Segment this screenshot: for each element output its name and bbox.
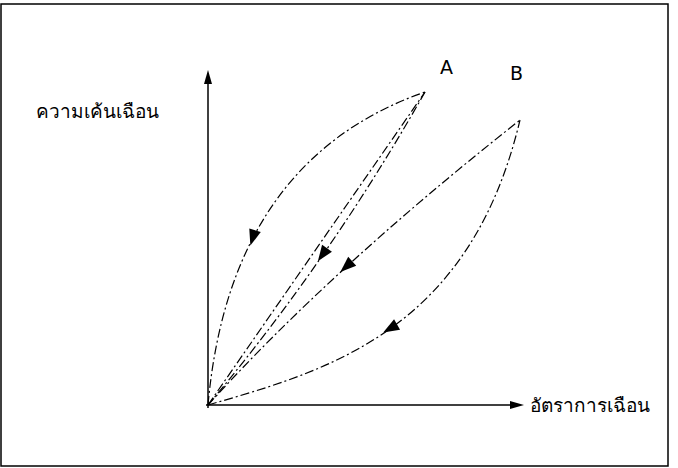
curve-a-line [208, 92, 425, 405]
arrowhead [245, 229, 261, 248]
curve-b-lower [208, 120, 520, 405]
point-label: B [510, 62, 523, 85]
x-axis-label: อัตราการเฉือน [530, 394, 650, 417]
x-axis [206, 404, 512, 406]
arrowhead [336, 257, 356, 277]
y-axis [207, 80, 209, 408]
curve-a-return [208, 92, 425, 405]
curve-a-upper [208, 92, 425, 405]
arrowhead [380, 319, 400, 337]
y-axis-label: ความเค้นเฉือน [36, 100, 159, 123]
x-axis-head [510, 401, 524, 409]
frame [1, 4, 668, 466]
curve-b-upper [208, 120, 520, 405]
point-label: A [440, 56, 453, 79]
y-axis-head [204, 70, 212, 84]
arrowhead [313, 245, 332, 265]
